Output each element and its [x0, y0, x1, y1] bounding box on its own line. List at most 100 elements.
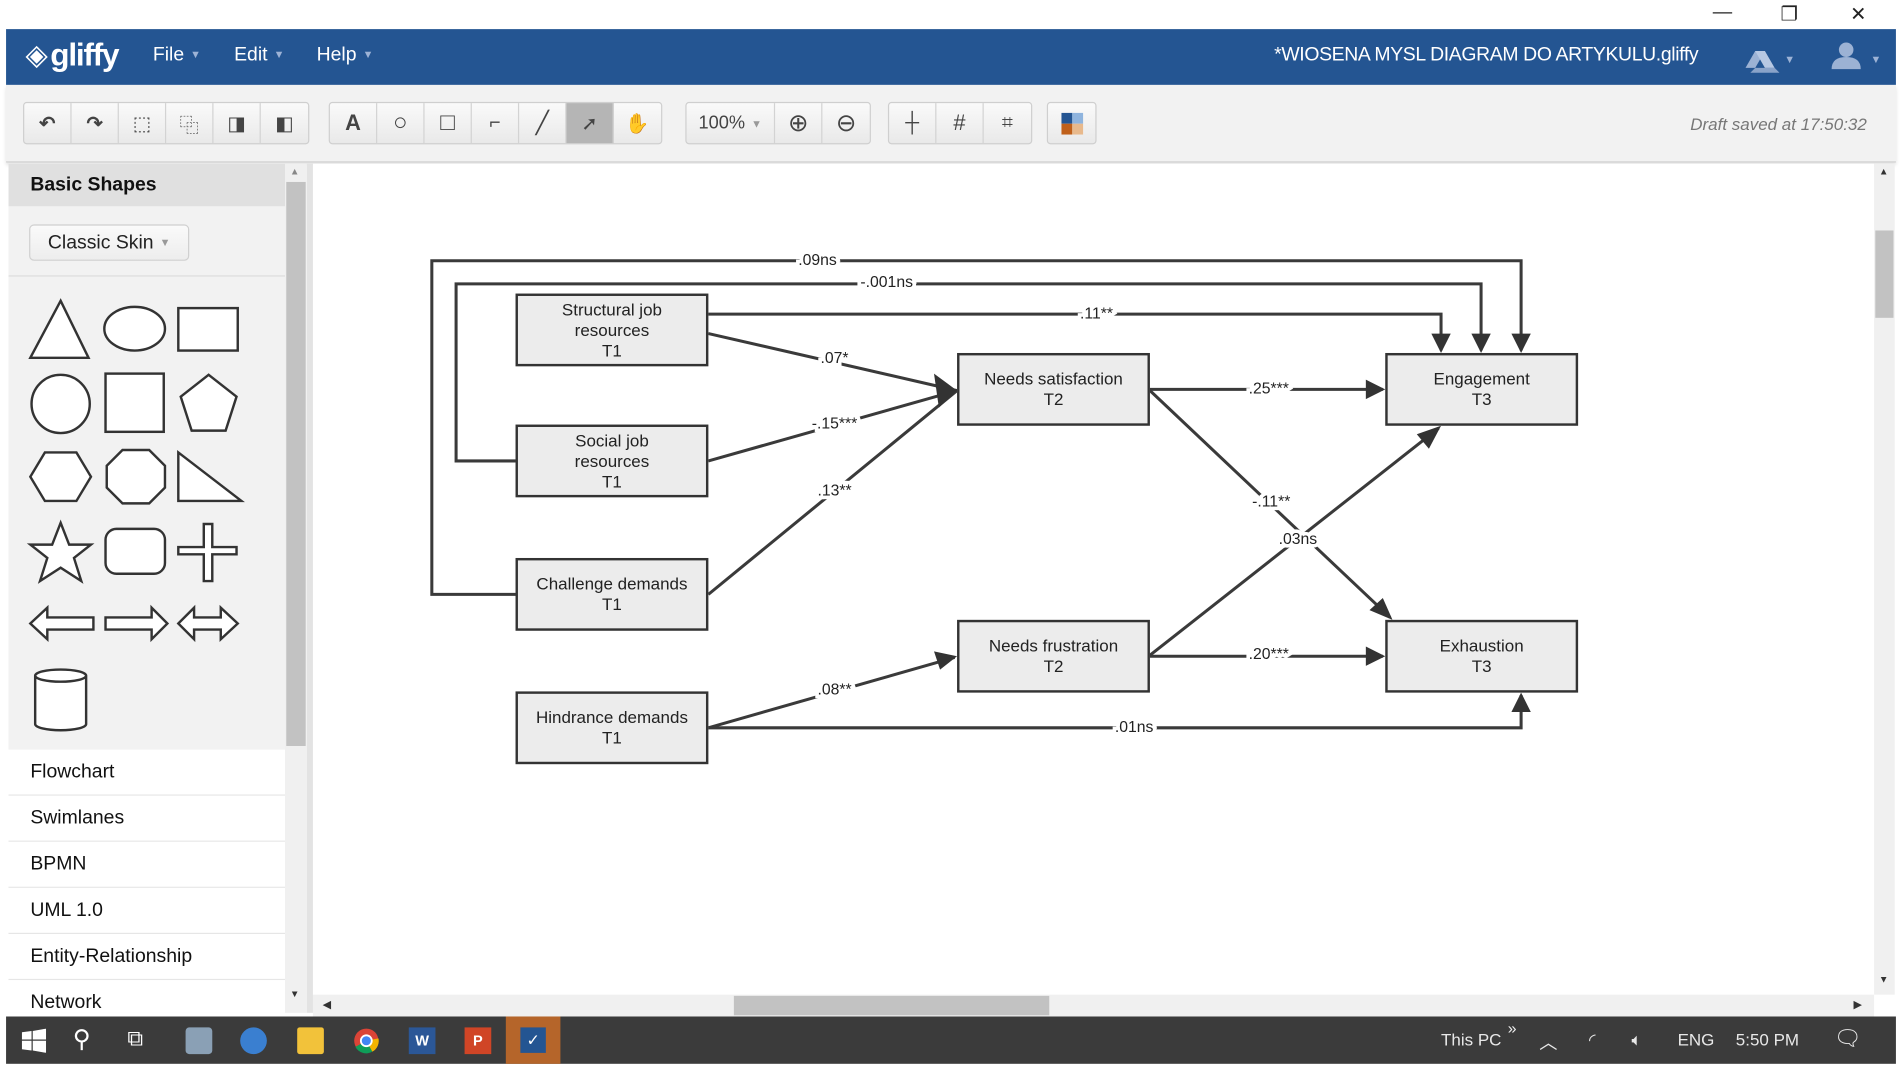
double-arrow-shape[interactable] — [176, 604, 240, 643]
scroll-up-icon[interactable]: ▲ — [289, 166, 300, 178]
ungroup-button[interactable]: ⿻ — [166, 103, 214, 144]
ellipse-tool-button[interactable]: ○ — [377, 103, 425, 144]
restore-button[interactable]: ❐ — [1780, 4, 1798, 26]
zoom-group: 100%▼ ⊕ ⊖ — [685, 101, 871, 145]
input-language[interactable]: ENG — [1677, 1029, 1715, 1050]
library-entity-relationship[interactable]: Entity-Relationship — [8, 934, 286, 981]
library-bpmn[interactable]: BPMN — [8, 841, 286, 888]
scroll-left-icon[interactable]: ◀ — [322, 998, 332, 1011]
circle-shape[interactable] — [30, 373, 91, 435]
this-pc-toolbar[interactable]: This PC — [1441, 1029, 1502, 1050]
clock[interactable]: 5:50 PM — [1735, 1029, 1800, 1050]
zoom-out-button[interactable]: ⊖ — [822, 103, 869, 143]
google-drive-button[interactable]: ▼ — [1741, 39, 1795, 81]
text-tool-button[interactable]: A — [330, 103, 378, 144]
guides-button[interactable]: ┼ — [889, 103, 937, 144]
wifi-icon[interactable]: ◜ — [1589, 1029, 1596, 1050]
snap-to-grid-button[interactable]: ⌗ — [984, 103, 1031, 143]
minimize-button[interactable]: — — [1712, 2, 1733, 24]
octagon-shape[interactable] — [105, 448, 167, 505]
canvas-horizontal-scrollbar[interactable]: ◀ ▶ — [312, 994, 1875, 1017]
windows-start-icon[interactable] — [21, 1028, 47, 1053]
word-icon[interactable]: W — [408, 1027, 436, 1055]
hexagon-shape[interactable] — [28, 451, 93, 503]
chrome-icon[interactable] — [353, 1027, 380, 1054]
user-menu-button[interactable]: ▼ — [1829, 39, 1890, 81]
pentagon-shape[interactable] — [179, 373, 238, 432]
search-icon[interactable]: ⚲ — [72, 1026, 91, 1053]
toolbar-overflow-icon[interactable]: » — [1507, 1018, 1517, 1038]
scroll-up-icon[interactable]: ▲ — [1878, 166, 1889, 178]
sidebar-scrollbar-thumb[interactable] — [286, 181, 306, 746]
library-swimlanes[interactable]: Swimlanes — [8, 795, 286, 842]
triangle-shape[interactable] — [28, 298, 91, 360]
action-center-icon[interactable]: 🗨︎ — [1834, 1026, 1862, 1051]
chevron-down-icon: ▼ — [362, 48, 374, 61]
right-arrow-shape[interactable] — [104, 604, 170, 643]
volume-icon[interactable]: 🔈︎ — [1631, 1029, 1642, 1050]
scroll-down-icon[interactable]: ▼ — [289, 988, 300, 1000]
menu-help[interactable]: Help ▼ — [317, 45, 374, 67]
library-uml[interactable]: UML 1.0 — [8, 887, 286, 935]
line-tool-button[interactable]: ╱ — [519, 103, 567, 144]
cylinder-shape[interactable] — [33, 668, 88, 732]
canvas-vertical-scrollbar[interactable]: ▲ ▼ — [1874, 163, 1895, 995]
zoom-in-button[interactable]: ⊕ — [775, 103, 823, 144]
pointer-tool-button[interactable]: ➚ — [566, 103, 614, 144]
vertical-scrollbar-thumb[interactable] — [1875, 230, 1894, 318]
library-network[interactable]: Network — [8, 980, 286, 1013]
square-shape[interactable] — [104, 372, 165, 434]
chevron-down-icon: ▼ — [190, 48, 201, 61]
sidebar-splitter[interactable] — [306, 163, 313, 1013]
undo-button[interactable]: ↶ — [24, 103, 72, 144]
skin-dropdown[interactable]: Classic Skin▼ — [29, 224, 190, 261]
scroll-down-icon[interactable]: ▼ — [1878, 974, 1889, 985]
node-text: Exhaustion — [1439, 635, 1524, 656]
horizontal-scrollbar-thumb[interactable] — [733, 995, 1050, 1016]
library-flowchart[interactable]: Flowchart — [8, 749, 286, 796]
menu-edit[interactable]: Edit▼ — [234, 45, 284, 67]
rectangle-shape[interactable] — [177, 306, 239, 352]
gliffy-logo[interactable]: ◈ gliffy — [25, 36, 119, 74]
scroll-right-icon[interactable]: ▶ — [1853, 998, 1862, 1011]
left-arrow-shape[interactable] — [28, 604, 95, 643]
ellipse-shape[interactable] — [103, 305, 167, 352]
connector-tool-button[interactable]: ⌐ — [472, 103, 520, 144]
close-button[interactable]: ✕ — [1850, 4, 1867, 26]
star-shape[interactable] — [26, 519, 95, 584]
gliffy-taskbar-button[interactable]: ✓ — [505, 1016, 561, 1064]
rounded-rectangle-shape[interactable] — [104, 527, 167, 575]
cross-shape[interactable] — [177, 522, 238, 583]
powerpoint-icon[interactable]: P — [464, 1027, 492, 1055]
bring-to-front-button[interactable]: ◨ — [213, 103, 261, 144]
send-to-back-button[interactable]: ◧ — [261, 103, 308, 143]
menu-label: Edit — [234, 44, 268, 66]
grid-icon: # — [953, 110, 966, 135]
task-view-icon[interactable]: ⧉ — [127, 1026, 143, 1051]
redo-button[interactable]: ↷ — [72, 103, 119, 144]
sidebar-scrollbar[interactable]: ▲ ▼ — [285, 163, 307, 1013]
resource-monitor-icon[interactable] — [185, 1027, 213, 1055]
thunderbird-icon[interactable] — [240, 1027, 267, 1055]
theme-button[interactable] — [1048, 103, 1095, 143]
pan-tool-button[interactable]: ✋ — [614, 103, 661, 143]
grid-button[interactable]: # — [936, 103, 984, 144]
basic-shapes-header[interactable]: Basic Shapes — [8, 163, 286, 207]
menu-label: Help — [316, 44, 357, 66]
show-hidden-icons-chevron-icon[interactable]: ︿ — [1539, 1033, 1558, 1055]
file-explorer-icon[interactable] — [297, 1027, 324, 1055]
rectangle-tool-button[interactable]: □ — [425, 103, 472, 144]
right-triangle-shape[interactable] — [177, 449, 245, 503]
document-title: *WIOSENA MYSL DIAGRAM DO ARTYKULU.gliffy — [1274, 44, 1699, 66]
menu-file[interactable]: File▼ — [153, 45, 201, 67]
group-button[interactable]: ⬚ — [119, 103, 167, 144]
zoom-select[interactable]: 100%▼ — [687, 103, 776, 144]
